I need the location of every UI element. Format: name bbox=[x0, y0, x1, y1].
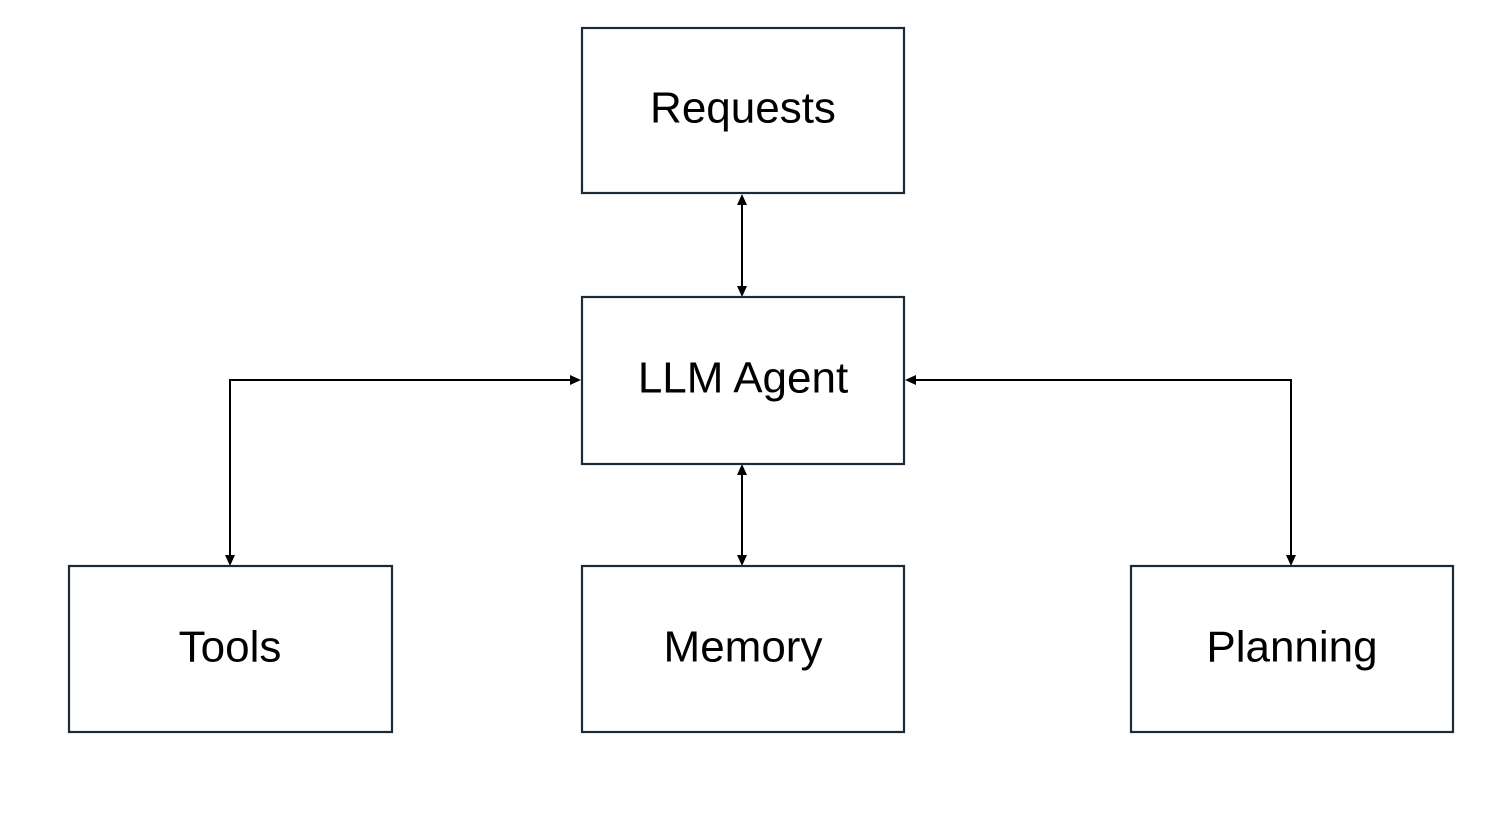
node-memory: Memory bbox=[580, 564, 906, 734]
tools-label: Tools bbox=[179, 623, 282, 672]
llm-agent-label: LLM Agent bbox=[638, 354, 848, 403]
node-planning: Planning bbox=[1129, 564, 1455, 734]
arrowhead-down-tools bbox=[225, 555, 235, 566]
arrowhead-right-agent bbox=[570, 375, 581, 385]
arrowhead-down-planning bbox=[1286, 555, 1296, 566]
requests-box bbox=[580, 26, 906, 195]
edges bbox=[225, 194, 1296, 566]
memory-label: Memory bbox=[664, 623, 823, 672]
arrowhead-down-memory bbox=[737, 555, 747, 566]
arrowhead-up-agent bbox=[737, 464, 747, 475]
planning-label: Planning bbox=[1206, 623, 1377, 672]
arrowhead-left-agent bbox=[905, 375, 916, 385]
node-tools: Tools bbox=[67, 564, 394, 734]
edge-agent-memory bbox=[737, 464, 747, 566]
llm-agent-box bbox=[580, 295, 906, 466]
arrowhead-down-agent bbox=[737, 286, 747, 297]
node-requests: Requests bbox=[580, 26, 906, 195]
tools-box bbox=[67, 564, 394, 734]
arrowhead-up-requests bbox=[737, 194, 747, 205]
edge-agent-planning bbox=[905, 375, 1296, 566]
planning-box bbox=[1129, 564, 1455, 734]
requests-label: Requests bbox=[650, 84, 836, 133]
memory-box bbox=[580, 564, 906, 734]
edge-requests-agent bbox=[737, 194, 747, 297]
edge-agent-tools bbox=[225, 375, 581, 566]
node-llm-agent: LLM Agent bbox=[580, 295, 906, 466]
